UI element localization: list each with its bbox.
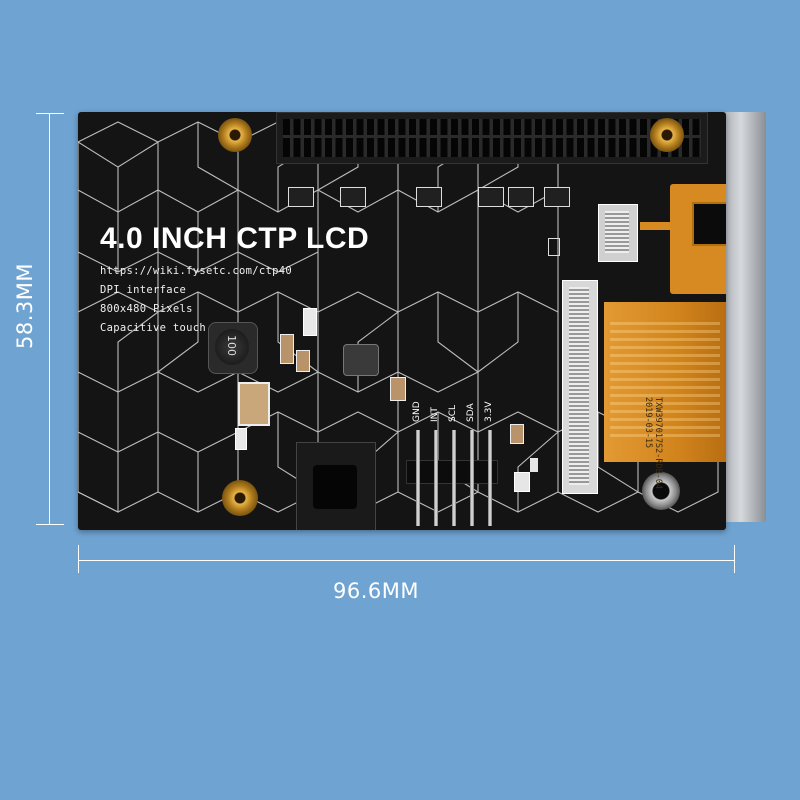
pin-label-gnd: GND	[412, 401, 422, 422]
mounting-hole-bottom-right	[642, 472, 680, 510]
smd-capacitor	[390, 377, 406, 401]
silkscreen-interface: DPI interface	[100, 284, 187, 296]
smd-resistor-array	[416, 187, 442, 207]
smd-diode	[303, 308, 317, 336]
inductor-marking: 100	[225, 335, 238, 356]
smd-resistor-array	[508, 187, 534, 207]
smd-component	[510, 424, 524, 444]
width-dimension-right-tick	[734, 545, 735, 573]
display-flex-cable	[604, 302, 726, 462]
pin-label-scl: SCL	[448, 404, 458, 422]
width-dimension-label: 96.6MM	[333, 579, 419, 603]
fpc-connector-display	[562, 280, 598, 494]
panel-part-code: TXW397017S2-RDB-04 2019-03-15	[643, 397, 663, 490]
smd-resistor-array	[288, 187, 314, 207]
smd-resistor-array	[340, 187, 366, 207]
silkscreen-resolution: 800x480 Pixels	[100, 303, 193, 315]
pin-label-int: INT	[430, 407, 440, 422]
smd-component	[548, 238, 560, 256]
brass-standoff-bottom-left	[222, 480, 258, 516]
header-pin	[452, 430, 456, 526]
power-inductor: 100	[208, 322, 258, 374]
header-pin	[434, 430, 438, 526]
gpio-pin-header	[276, 112, 708, 164]
header-pin	[488, 430, 492, 526]
height-dimension-bottom-tick	[36, 524, 64, 525]
pin-label-sda: SDA	[466, 403, 476, 422]
silkscreen-url: https://wiki.fysetc.com/ctp40	[100, 265, 293, 277]
pin-label-3v3: 3.3V	[484, 401, 494, 422]
smd-resistor-array	[478, 187, 504, 207]
brass-standoff-top-right	[650, 118, 684, 152]
flex-cable-bridge	[640, 222, 674, 230]
width-dimension-left-tick	[78, 545, 79, 573]
smd-diode	[235, 428, 247, 450]
width-dimension-line	[78, 560, 734, 561]
fpc-connector-touch	[598, 204, 638, 262]
silkscreen-touch: Capacitive touch	[100, 322, 206, 334]
hexagon-cube-silkscreen-pattern	[78, 121, 719, 513]
height-dimension-label: 58.3MM	[13, 263, 37, 349]
header-pin	[416, 430, 420, 526]
smd-capacitor	[296, 350, 310, 372]
brass-standoff-top-left	[218, 118, 252, 152]
pcb-board: 4.0 INCH CTP LCD https://wiki.fysetc.com…	[78, 112, 726, 530]
touch-flex-cable	[670, 184, 726, 294]
header-pin	[470, 430, 474, 526]
height-dimension-line	[49, 113, 50, 525]
smd-inductor-small	[343, 344, 379, 376]
smd-component	[514, 472, 530, 492]
height-dimension-top-tick	[36, 113, 64, 114]
smd-component	[530, 458, 538, 472]
smd-capacitor	[280, 334, 294, 364]
power-barrel-jack	[296, 442, 376, 530]
smd-resistor-array	[544, 187, 570, 207]
board-title: 4.0 INCH CTP LCD	[100, 222, 370, 255]
smd-capacitor	[238, 382, 270, 426]
